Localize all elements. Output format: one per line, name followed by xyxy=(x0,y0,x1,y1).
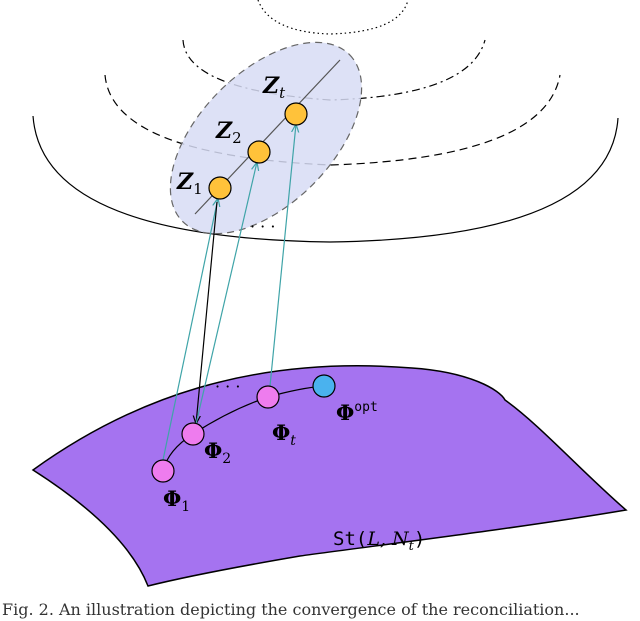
label-phi1: Φ1 xyxy=(163,486,190,515)
arrow-z1-phi2 xyxy=(196,201,218,424)
node-z2 xyxy=(247,140,271,164)
label-phi2: Φ2 xyxy=(204,438,231,467)
label-phit: Φt xyxy=(272,420,296,449)
node-phi1 xyxy=(151,459,175,483)
contour-dotted xyxy=(257,0,409,35)
arrow-phi2-z2 xyxy=(195,162,257,425)
figure-caption: Fig. 2. An illustration depicting the co… xyxy=(2,600,580,619)
label-z1: Z1 xyxy=(176,169,203,198)
arrow-phi1-z1 xyxy=(162,198,218,461)
node-zt xyxy=(284,102,308,126)
phi-path xyxy=(162,385,325,472)
arrow-phit-zt xyxy=(269,124,296,387)
label-phiopt: Φopt xyxy=(336,400,378,425)
node-z1 xyxy=(208,176,232,200)
node-phi2 xyxy=(181,422,205,446)
phi-dots: · · · xyxy=(215,377,240,396)
node-phiopt xyxy=(312,374,336,398)
label-z2: Z2 xyxy=(215,118,242,147)
stiefel-manifold xyxy=(31,365,628,587)
label-stiefel: St(L, Nt) xyxy=(333,528,425,554)
z-dots: · · · xyxy=(250,217,275,236)
label-zt: Zt xyxy=(262,73,286,102)
node-phit xyxy=(256,385,280,409)
contour-solid xyxy=(32,115,619,243)
